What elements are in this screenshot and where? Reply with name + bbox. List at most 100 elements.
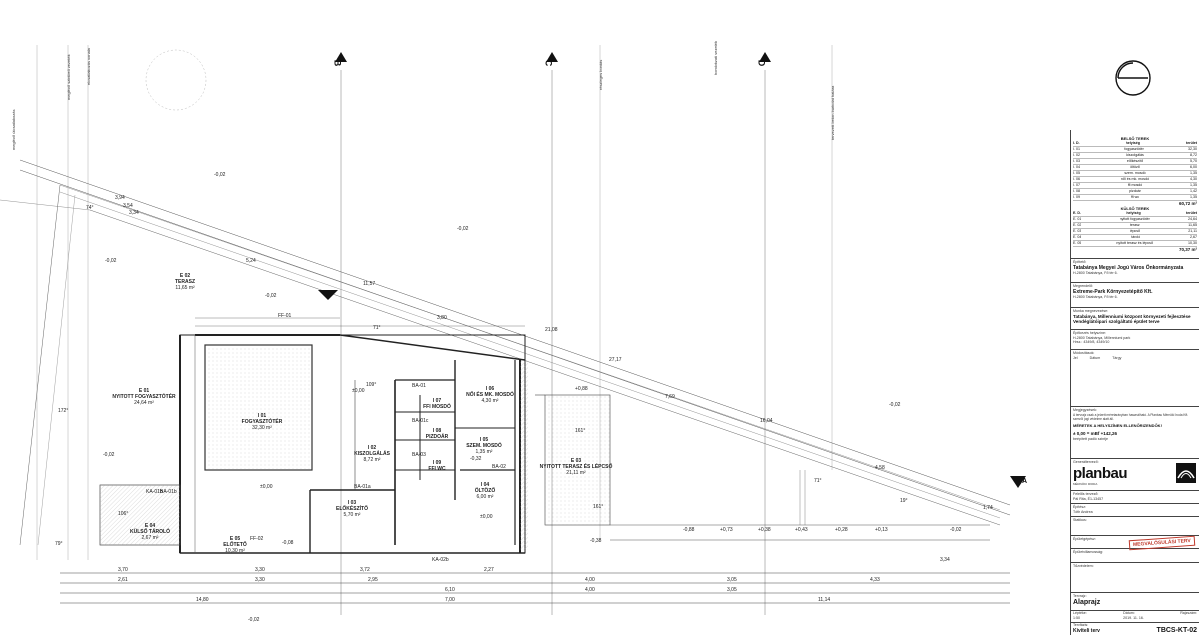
level-marker: -0,88 xyxy=(683,527,695,533)
planbau-logo: planbau xyxy=(1073,464,1128,482)
design-phase: Kiviteli terv xyxy=(1073,627,1100,634)
level-marker: +0,13 xyxy=(875,527,888,533)
level-marker: -0,02 xyxy=(103,452,115,458)
level-marker: +0,28 xyxy=(835,527,848,533)
drawing-name: Alaprajz xyxy=(1073,598,1101,606)
planbau-emblem-icon xyxy=(1176,463,1196,483)
vertical-note: elcsatlakozás vonala xyxy=(86,48,91,85)
dimension: 2,27 xyxy=(484,567,494,573)
dimension: 2,95 xyxy=(368,577,378,583)
dimension: 3,05 xyxy=(727,577,737,583)
dimension: 3,34 xyxy=(129,210,139,216)
dimension: 4,00 xyxy=(585,587,595,593)
level-marker: ±0,00 xyxy=(352,388,365,394)
angle-label: 71° xyxy=(373,325,381,331)
vertical-note: meglévő útcsatlakozás xyxy=(11,109,16,150)
dimension: 11,57 xyxy=(363,281,376,287)
client-section: Építtető: Tatabánya Megyei Jogú Város Ön… xyxy=(1073,260,1197,275)
location-section: Építkezés helyszíne: H-2800 Tatabánya, M… xyxy=(1073,331,1131,344)
north-arrow-icon xyxy=(1115,60,1151,96)
responsible-designer: Felelős tervező: Pál Rita, É1-13457 xyxy=(1073,492,1104,501)
dimension: 16,04 xyxy=(760,418,773,424)
notes-section: Megjegyzések: A tervrajz csak a jelzett … xyxy=(1073,408,1197,441)
floor-tag: BA-01c xyxy=(412,418,429,424)
angle-label: 172° xyxy=(58,408,69,414)
table-total: 60,72 m² xyxy=(1178,201,1197,206)
level-marker: ±0,00 xyxy=(260,484,273,490)
table-total: 70,37 m² xyxy=(1178,247,1197,252)
scale-value: 1:50 xyxy=(1073,615,1080,620)
level-marker: -0,02 xyxy=(457,226,469,232)
floor-tag: BA-01 xyxy=(412,383,426,389)
project-section: Munka megnevezése: Tatabánya, Millennium… xyxy=(1073,309,1197,325)
mechanical-engineer: Épületgépész: xyxy=(1073,537,1096,541)
angle-label: 74° xyxy=(86,205,94,211)
drawing-title: Tervrajz: Alaprajz xyxy=(1073,594,1197,607)
angle-label: 109° xyxy=(366,382,377,388)
vertical-note: tervezett beton burkolat határa xyxy=(830,85,835,140)
axis-label-a: A xyxy=(1022,478,1028,485)
floor-tag: BA-01b xyxy=(160,489,177,495)
dimension: 3,54 xyxy=(123,203,133,209)
floor-plan-drawing xyxy=(0,45,1026,615)
level-marker: -0,02 xyxy=(889,402,901,408)
dimension-warning: MÉRETEK A HELYSZÍNEN ELLENŐRIZENDŐK! xyxy=(1073,422,1162,428)
level-marker: +0,88 xyxy=(575,386,588,392)
dimension: 3,34 xyxy=(940,557,950,563)
structural-engineer: Statikus: xyxy=(1073,518,1087,522)
dimension: 4,00 xyxy=(585,577,595,583)
drawing-number-row: Tervfázis:Kiviteli terv TBCS-KT-02 xyxy=(1073,623,1197,634)
electrical-engineer: Épületvillamosság: xyxy=(1073,550,1103,554)
project-name: Tatabánya, Millenniumi központ környezet… xyxy=(1073,313,1191,325)
date-value: 2019. 11. 16. xyxy=(1123,615,1144,620)
level-marker: -0,02 xyxy=(950,527,962,533)
level-marker: -0,02 xyxy=(214,172,226,178)
dimension: 21,08 xyxy=(545,327,558,333)
level-marker: +0,43 xyxy=(795,527,808,533)
dimension: 1,74 xyxy=(983,505,993,511)
drawing-number: TBCS-KT-02 xyxy=(1156,626,1197,634)
dimension: 2,61 xyxy=(118,577,128,583)
dimension: 4,58 xyxy=(875,465,885,471)
dimension: 5,24 xyxy=(246,258,256,264)
dimension: 6,10 xyxy=(445,587,455,593)
floor-tag: KA-02b xyxy=(432,557,449,563)
angle-label: 106° xyxy=(118,511,129,517)
drawing-meta: Léptéke:1:50 Dátum:2019. 11. 16. Rajzszá… xyxy=(1073,611,1197,620)
dimension: 3,80 xyxy=(437,315,447,321)
vertical-note: meglévő szintbeli vezeték xyxy=(66,54,71,100)
dimension: 3,05 xyxy=(727,587,737,593)
level-marker: -0,32 xyxy=(470,456,482,462)
level-marker: -0,38 xyxy=(590,538,602,544)
level-marker: +0,38 xyxy=(758,527,771,533)
orderer-section: Megrendelő: Extreme-Park Környezetépítő … xyxy=(1073,284,1197,299)
dimension: 3,94 xyxy=(115,195,125,201)
floor-tag: BA-03 xyxy=(412,452,426,458)
dimension: 3,70 xyxy=(118,567,128,573)
dimension: 3,72 xyxy=(360,567,370,573)
